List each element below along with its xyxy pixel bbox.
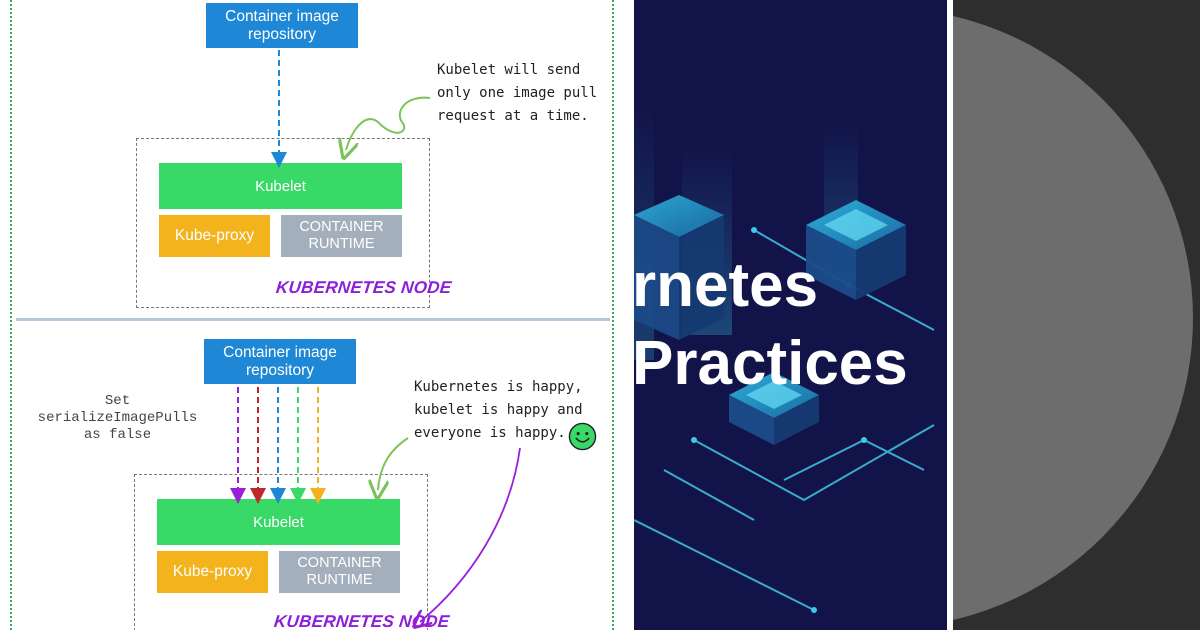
top-annotation-arrow <box>346 96 431 150</box>
bottom-note-line: Kubernetes is happy, <box>414 379 583 395</box>
diagram-arrows <box>230 50 521 630</box>
bottom-annotation-arrow <box>378 437 409 490</box>
top-container-runtime: CONTAINER RUNTIME <box>281 215 402 257</box>
banner-title-line2: Practices <box>634 329 908 398</box>
top-container-image-repository: Container image repository <box>206 3 358 48</box>
top-repo-label-line1: Container image <box>225 7 339 25</box>
bottom-kubernetes-node-box <box>134 474 428 630</box>
bottom-note-line: kubelet is happy and <box>414 402 583 418</box>
top-runtime-label-line1: CONTAINER <box>299 219 384 235</box>
top-kubernetes-node-box <box>136 138 430 308</box>
server-isometric-illustration <box>634 0 947 630</box>
panel-separator <box>947 0 953 630</box>
set-note-line: Set <box>104 393 131 409</box>
bottom-pull-arrows <box>230 387 326 504</box>
bottom-annotation: Kubernetes is happy, kubelet is happy an… <box>414 376 583 445</box>
top-runtime-label-line2: RUNTIME <box>308 236 375 252</box>
bottom-container-runtime: CONTAINER RUNTIME <box>279 551 400 593</box>
diagram-panel: Container image repository Kubelet Kube-… <box>10 0 614 630</box>
bottom-note-line: everyone is happy. <box>414 425 566 441</box>
top-proxy-label: Kube-proxy <box>174 227 255 244</box>
top-annotation: Kubelet will send only one image pull re… <box>437 59 597 128</box>
top-note-line: only one image pull <box>437 85 598 101</box>
bottom-runtime-label-line2: RUNTIME <box>306 572 373 588</box>
top-repo-label-line2: repository <box>247 25 317 43</box>
top-kubelet-label: Kubelet <box>255 177 306 195</box>
bottom-container-image-repository: Container image repository <box>204 339 356 384</box>
bottom-proxy-label: Kube-proxy <box>172 563 253 580</box>
top-note-line: Kubelet will send <box>437 62 581 78</box>
top-kubelet: Kubelet <box>159 163 402 209</box>
banner-title-line1: rnetes <box>634 251 819 320</box>
bottom-repo-label-line1: Container image <box>223 343 337 361</box>
bottom-runtime-label-line1: CONTAINER <box>297 555 382 571</box>
section-divider <box>16 318 610 321</box>
bottom-kubelet: Kubelet <box>157 499 400 545</box>
set-serialize-note: Set serializeImagePulls as false <box>20 393 215 444</box>
gray-circle-shape <box>953 0 1200 630</box>
bottom-kubelet-label: Kubelet <box>253 513 304 531</box>
top-kube-proxy: Kube-proxy <box>159 215 270 257</box>
smiley-icon <box>568 422 597 451</box>
banner-panel: rnetes Practices <box>634 0 947 630</box>
gray-panel <box>953 0 1200 630</box>
right-dotted-border <box>612 0 614 630</box>
bottom-repo-label-line2: repository <box>245 361 315 379</box>
left-dotted-border <box>10 0 12 630</box>
set-note-line: serializeImagePulls <box>37 410 198 426</box>
top-note-line: request at a time. <box>437 108 589 124</box>
node-pointer-arrow <box>420 447 521 622</box>
set-note-line: as false <box>83 427 152 443</box>
bottom-kube-proxy: Kube-proxy <box>157 551 268 593</box>
